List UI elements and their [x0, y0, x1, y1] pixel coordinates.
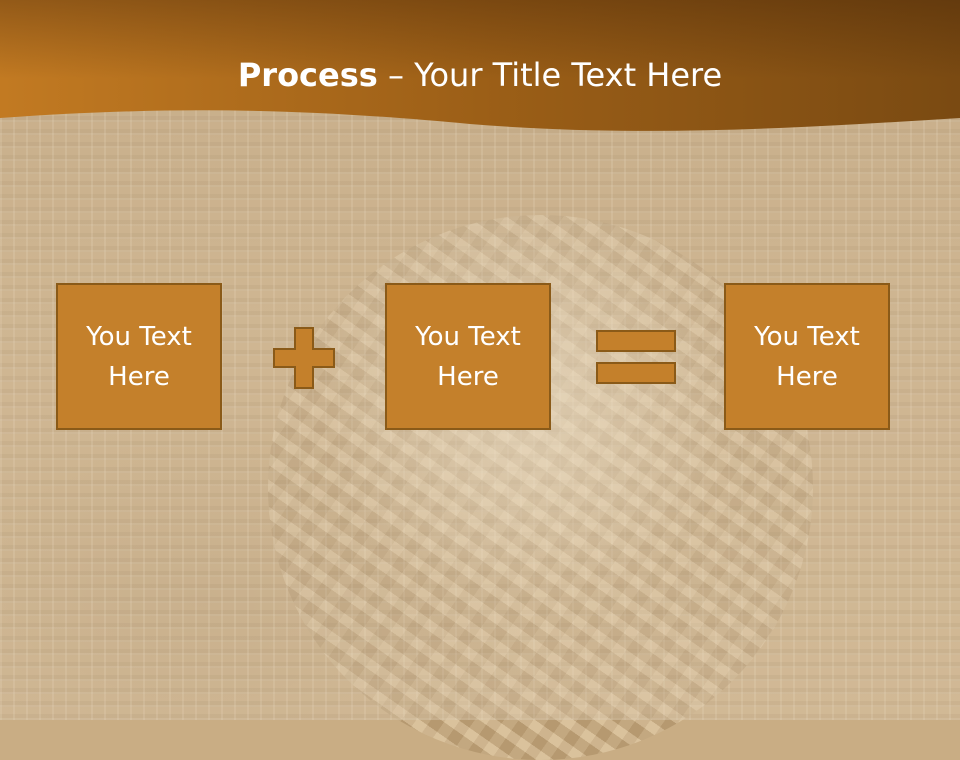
- process-box-2-text: You Text Here: [415, 321, 521, 392]
- process-box-3-text: You Text Here: [754, 321, 860, 392]
- title-rest-text: – Your Title Text Here: [377, 56, 723, 94]
- plus-icon: [273, 327, 335, 389]
- slide-title: Process – Your Title Text Here: [0, 52, 960, 98]
- header-band: [0, 0, 960, 131]
- process-box-1[interactable]: You Text Here: [56, 283, 222, 430]
- process-box-3[interactable]: You Text Here: [724, 283, 890, 430]
- equals-icon: [596, 330, 676, 384]
- process-box-2[interactable]: You Text Here: [385, 283, 551, 430]
- title-bold-text: Process: [237, 56, 378, 94]
- process-box-1-text: You Text Here: [86, 321, 192, 392]
